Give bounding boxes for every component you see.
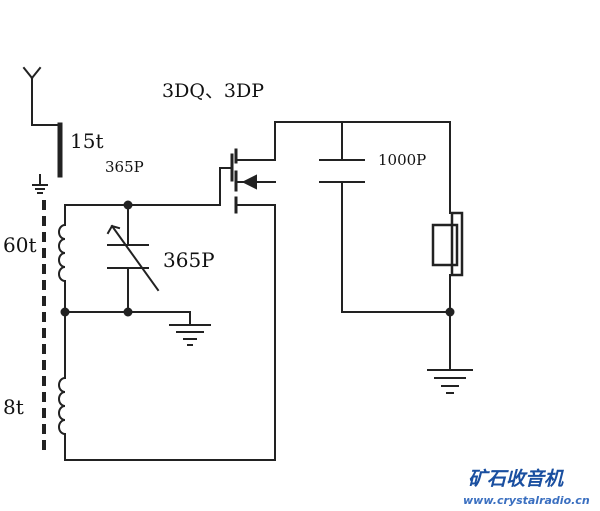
coil-main bbox=[58, 204, 67, 313]
label-transistor: 3DQ、3DP bbox=[162, 80, 264, 102]
output-capacitor bbox=[319, 159, 365, 183]
ground-symbol-main bbox=[169, 324, 211, 346]
wire-tap-ground bbox=[64, 311, 191, 326]
wire-gate bbox=[64, 167, 233, 206]
junction-dot bbox=[123, 200, 133, 210]
watermark-url: www.crystalradio.cn bbox=[463, 494, 590, 507]
ground-symbol-small bbox=[32, 174, 48, 194]
wire-source bbox=[64, 204, 276, 461]
junction-dot bbox=[123, 307, 133, 317]
junction-dot bbox=[445, 307, 455, 317]
transistor-arrow bbox=[241, 174, 257, 190]
wire-drain bbox=[274, 121, 451, 214]
variable-capacitor bbox=[106, 224, 160, 313]
label-cap-small: 365P bbox=[105, 158, 144, 176]
label-coil-tap-turns: 8t bbox=[3, 395, 24, 419]
earphone-icon bbox=[431, 211, 464, 277]
ground-symbol-output bbox=[427, 369, 473, 394]
watermark-title: 矿石收音机 bbox=[468, 468, 565, 490]
label-cap-output: 1000P bbox=[378, 151, 426, 169]
antenna-icon bbox=[22, 66, 61, 126]
coil-tap bbox=[58, 311, 67, 461]
label-var-cap: 365P bbox=[163, 248, 215, 272]
transistor bbox=[230, 121, 276, 214]
label-antenna-turns: 15t bbox=[70, 129, 104, 153]
junction-dot bbox=[60, 307, 70, 317]
label-coil-main-turns: 60t bbox=[3, 233, 37, 257]
